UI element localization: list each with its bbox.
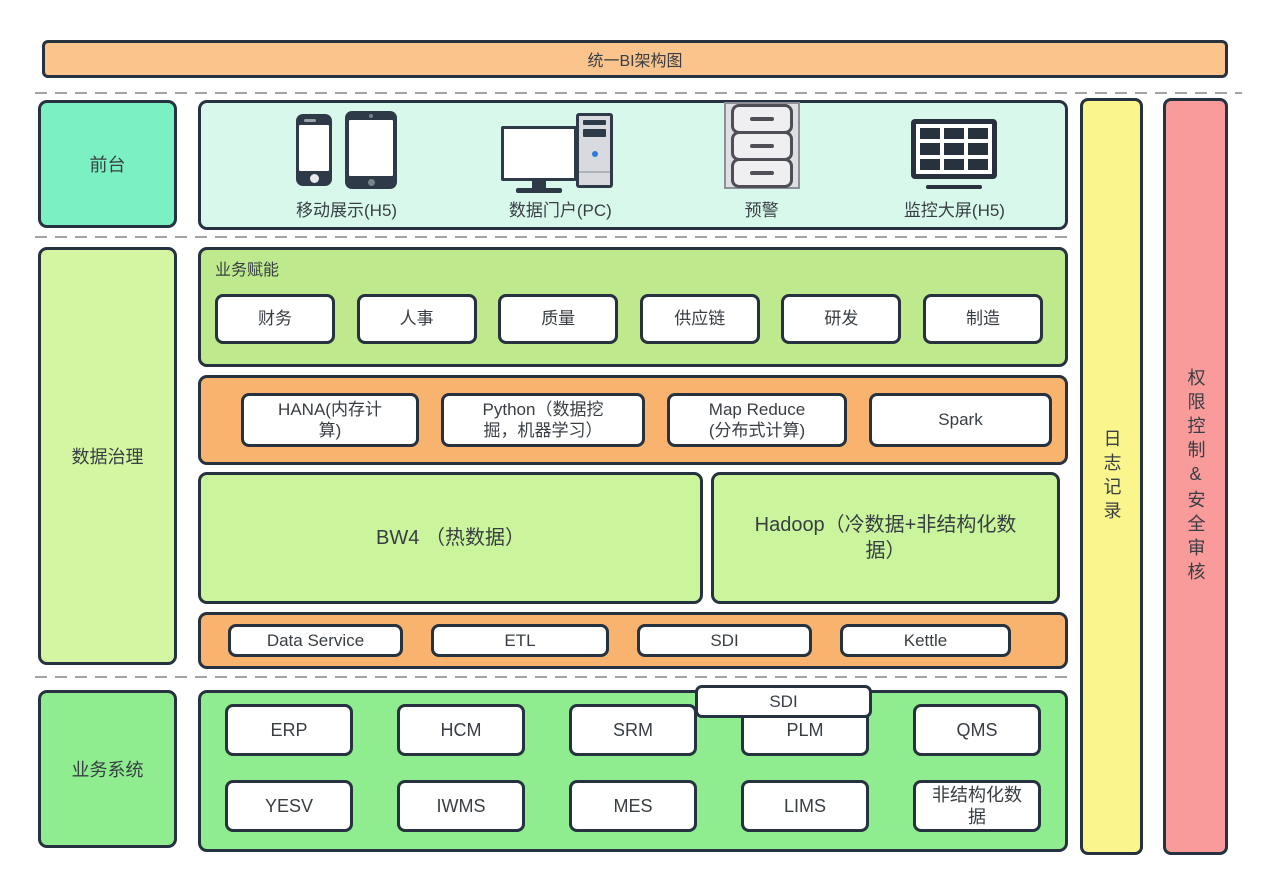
mobile-tablet-icon — [296, 111, 398, 189]
dashed-separator-frontend — [35, 236, 1070, 238]
frontend-item-bigscreen: 监控大屏(H5) — [904, 113, 1005, 221]
dashboard-grid-icon — [911, 119, 998, 189]
compute-panel: HANA(内存计 算) Python（数据挖 掘，机器学习） Map Reduc… — [198, 375, 1068, 465]
lane-label-frontend: 前台 — [38, 100, 177, 228]
frontend-item-label: 监控大屏(H5) — [903, 201, 1005, 220]
security-audit-label: 权限控制&安全审核 — [1185, 367, 1206, 586]
tablet-icon — [345, 111, 398, 189]
business-systems-panel: ERP HCM SRM PLM QMS YESV IWMS MES LIMS 非… — [198, 690, 1068, 852]
log-record-label: 日志记录 — [1101, 428, 1122, 525]
system-box-mes: MES — [569, 780, 697, 832]
business-enablement-panel: 业务赋能 财务 人事 质量 供应链 研发 制造 — [198, 247, 1068, 367]
enable-box-supply-chain: 供应链 — [639, 294, 760, 344]
lane-label-data-governance-text: 数据治理 — [71, 447, 144, 467]
storage-box-bw4: BW4 （热数据） — [198, 472, 703, 604]
frontend-item-label: 数据门户(PC) — [508, 201, 612, 220]
diagram-title-banner: 统一BI架构图 — [42, 40, 1228, 78]
pc-tower-icon — [576, 113, 614, 188]
system-box-srm: SRM — [569, 704, 697, 756]
frontend-item-label: 预警 — [744, 201, 779, 220]
dashed-separator-top — [35, 92, 1242, 94]
business-enablement-row: 财务 人事 质量 供应链 研发 制造 — [215, 294, 1043, 344]
compute-box-python: Python（数据挖 掘，机器学习） — [441, 393, 645, 447]
business-systems-row-2: YESV IWMS MES LIMS 非结构化数 据 — [225, 780, 1041, 832]
frontend-item-portal: 数据门户(PC) — [501, 113, 619, 221]
system-box-yesv: YESV — [225, 780, 353, 832]
compute-box-mapreduce: Map Reduce (分布式计算) — [667, 393, 847, 447]
enable-box-rnd: 研发 — [781, 294, 902, 344]
dashed-separator-governance — [35, 676, 1070, 678]
lane-label-frontend-text: 前台 — [89, 155, 126, 175]
system-box-erp: ERP — [225, 704, 353, 756]
compute-box-spark: Spark — [869, 393, 1052, 447]
enable-box-quality: 质量 — [498, 294, 619, 344]
frontend-item-label: 移动展示(H5) — [296, 201, 398, 220]
log-record-bar: 日志记录 — [1080, 98, 1143, 855]
lane-label-data-governance: 数据治理 — [38, 247, 177, 665]
etl-box-kettle: Kettle — [840, 624, 1011, 657]
smartphone-icon — [296, 114, 333, 186]
diagram-title: 统一BI架构图 — [587, 53, 683, 70]
frontend-panel: 移动展示(H5) 数据门户(PC) 预警 — [198, 100, 1068, 230]
frontend-item-alert: 预警 — [723, 102, 800, 221]
system-box-iwms: IWMS — [397, 780, 525, 832]
system-box-hcm: HCM — [397, 704, 525, 756]
compute-box-hana: HANA(内存计 算) — [241, 393, 419, 447]
frontend-item-mobile: 移动展示(H5) — [296, 111, 398, 221]
enable-box-hr: 人事 — [356, 294, 477, 344]
storage-box-hadoop: Hadoop（冷数据+非结构化数 据） — [711, 472, 1060, 604]
system-box-unstructured: 非结构化数 据 — [913, 780, 1041, 832]
system-box-qms: QMS — [913, 704, 1041, 756]
etl-box-data-service: Data Service — [228, 624, 403, 657]
lane-label-business-systems-text: 业务系统 — [71, 760, 144, 780]
etl-panel: Data Service ETL SDI Kettle — [198, 612, 1068, 669]
etl-box-sdi: SDI — [637, 624, 812, 657]
lane-label-business-systems: 业务系统 — [38, 690, 177, 848]
etl-box-etl: ETL — [431, 624, 609, 657]
desktop-pc-icon — [501, 113, 619, 193]
business-systems-row-1: ERP HCM SRM PLM QMS — [225, 704, 1041, 756]
alert-cabinet-icon — [723, 102, 800, 189]
system-box-lims: LIMS — [741, 780, 869, 832]
business-enablement-title: 业务赋能 — [215, 262, 280, 279]
monitor-icon — [501, 126, 578, 181]
sdi-connector-box: SDI — [695, 685, 872, 718]
enable-box-manufacturing: 制造 — [922, 294, 1043, 344]
security-audit-bar: 权限控制&安全审核 — [1163, 98, 1228, 855]
enable-box-finance: 财务 — [215, 294, 335, 344]
